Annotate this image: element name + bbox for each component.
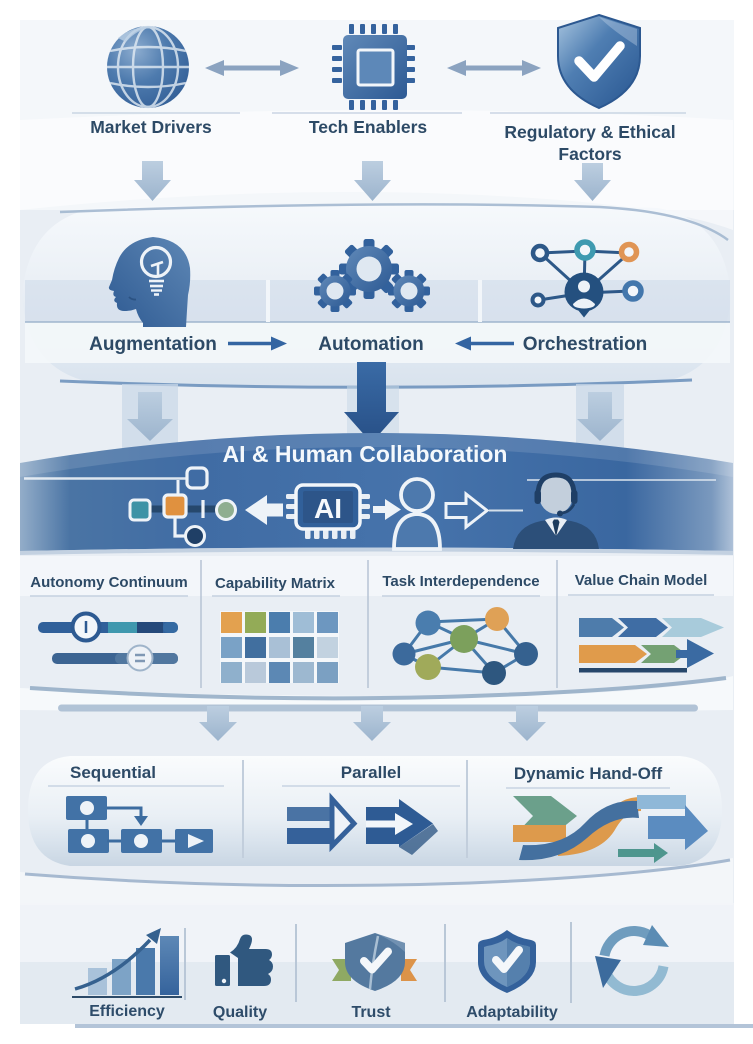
svg-text:Tech Enablers: Tech Enablers bbox=[309, 117, 428, 137]
svg-text:Capability Matrix: Capability Matrix bbox=[215, 575, 336, 592]
svg-text:Adaptability: Adaptability bbox=[466, 1004, 558, 1021]
svg-text:Augmentation: Augmentation bbox=[89, 334, 217, 355]
svg-text:Dynamic Hand-Off: Dynamic Hand-Off bbox=[514, 764, 663, 783]
svg-text:Orchestration: Orchestration bbox=[523, 334, 648, 355]
svg-text:Market Drivers: Market Drivers bbox=[90, 117, 212, 137]
svg-text:Factors: Factors bbox=[558, 144, 621, 164]
svg-text:Sequential: Sequential bbox=[70, 763, 156, 782]
svg-text:Efficiency: Efficiency bbox=[89, 1003, 165, 1020]
svg-text:Trust: Trust bbox=[351, 1004, 391, 1021]
svg-text:Autonomy Continuum: Autonomy Continuum bbox=[30, 574, 187, 591]
svg-text:Parallel: Parallel bbox=[341, 763, 402, 782]
svg-text:Task Interdependence: Task Interdependence bbox=[382, 573, 539, 590]
svg-text:AI: AI bbox=[314, 493, 342, 524]
svg-text:Quality: Quality bbox=[213, 1004, 267, 1021]
svg-text:Regulatory & Ethical: Regulatory & Ethical bbox=[504, 122, 675, 142]
svg-text:Automation: Automation bbox=[318, 334, 424, 355]
svg-text:Value Chain Model: Value Chain Model bbox=[575, 572, 708, 589]
svg-text:AI & Human Collaboration: AI & Human Collaboration bbox=[223, 441, 508, 467]
